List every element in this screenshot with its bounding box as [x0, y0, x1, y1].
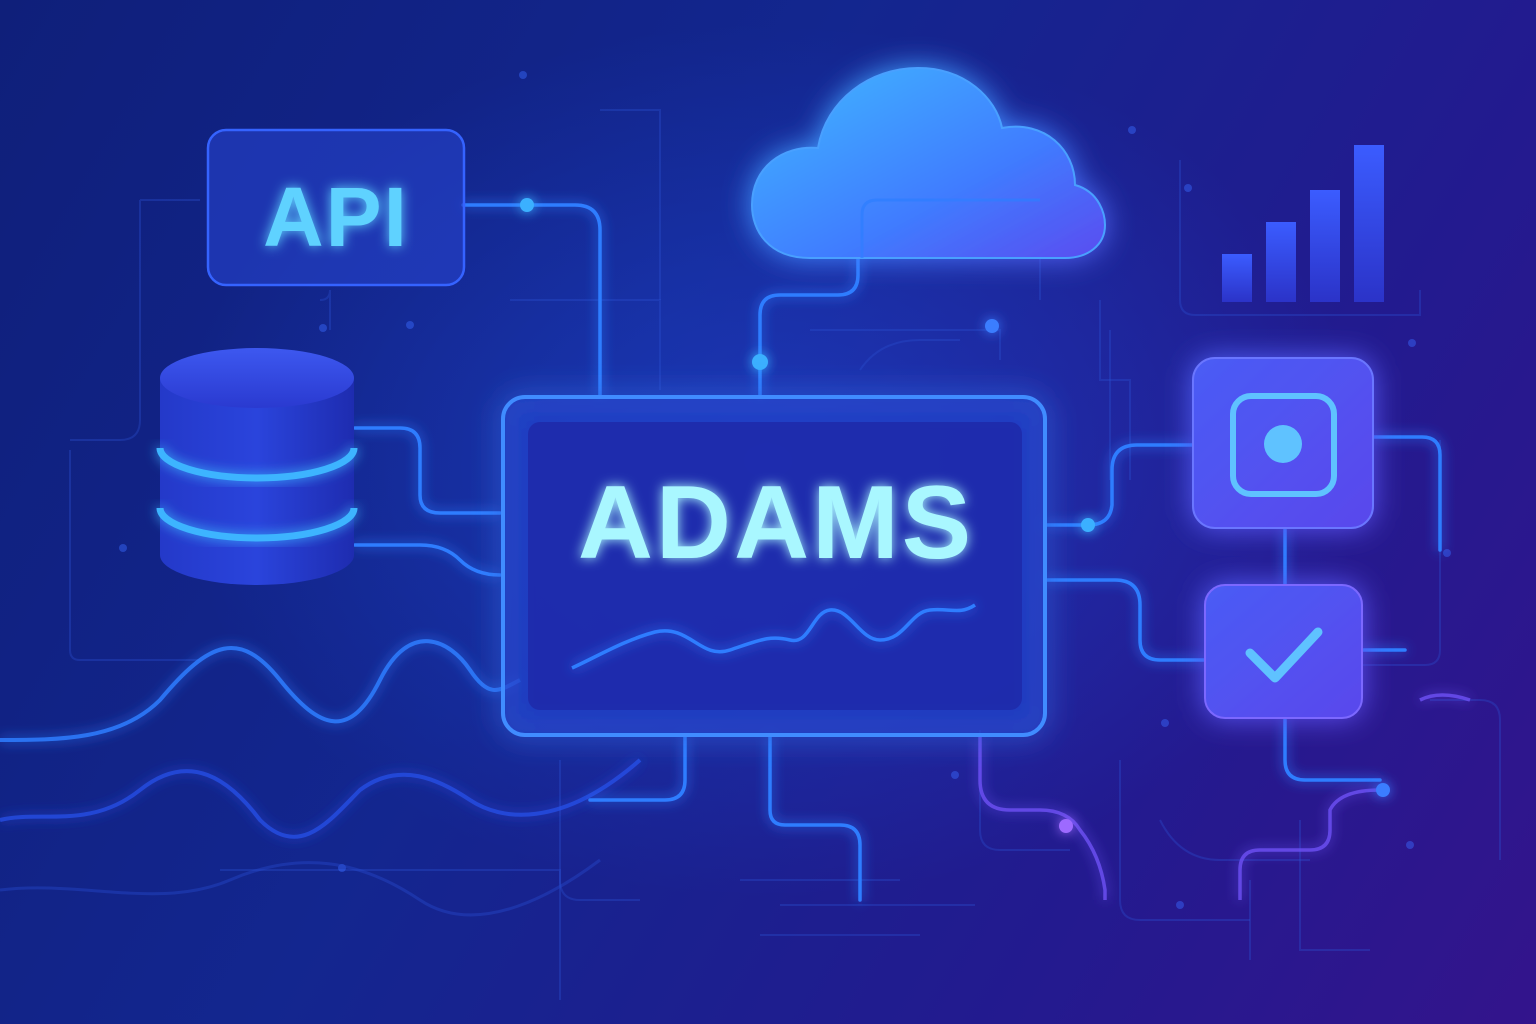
- cloud-icon: [750, 66, 1107, 259]
- waveform-lines: [0, 639, 642, 917]
- bar-chart-icon: [1222, 145, 1384, 302]
- adams-label: ADAMS: [578, 465, 974, 581]
- adams-trend-line: [571, 603, 976, 670]
- api-node: API: [206, 128, 466, 287]
- purple-traces: [978, 693, 1471, 900]
- database-icon: [156, 348, 358, 585]
- background-traces: [69, 109, 1501, 1000]
- connector-lines: [353, 203, 1442, 902]
- target-icon: [1192, 357, 1374, 529]
- checkmark-icon: [1204, 584, 1363, 719]
- api-label: API: [263, 170, 409, 264]
- adams-main-node: ADAMS: [501, 395, 1047, 737]
- junction-dots: [520, 198, 1390, 833]
